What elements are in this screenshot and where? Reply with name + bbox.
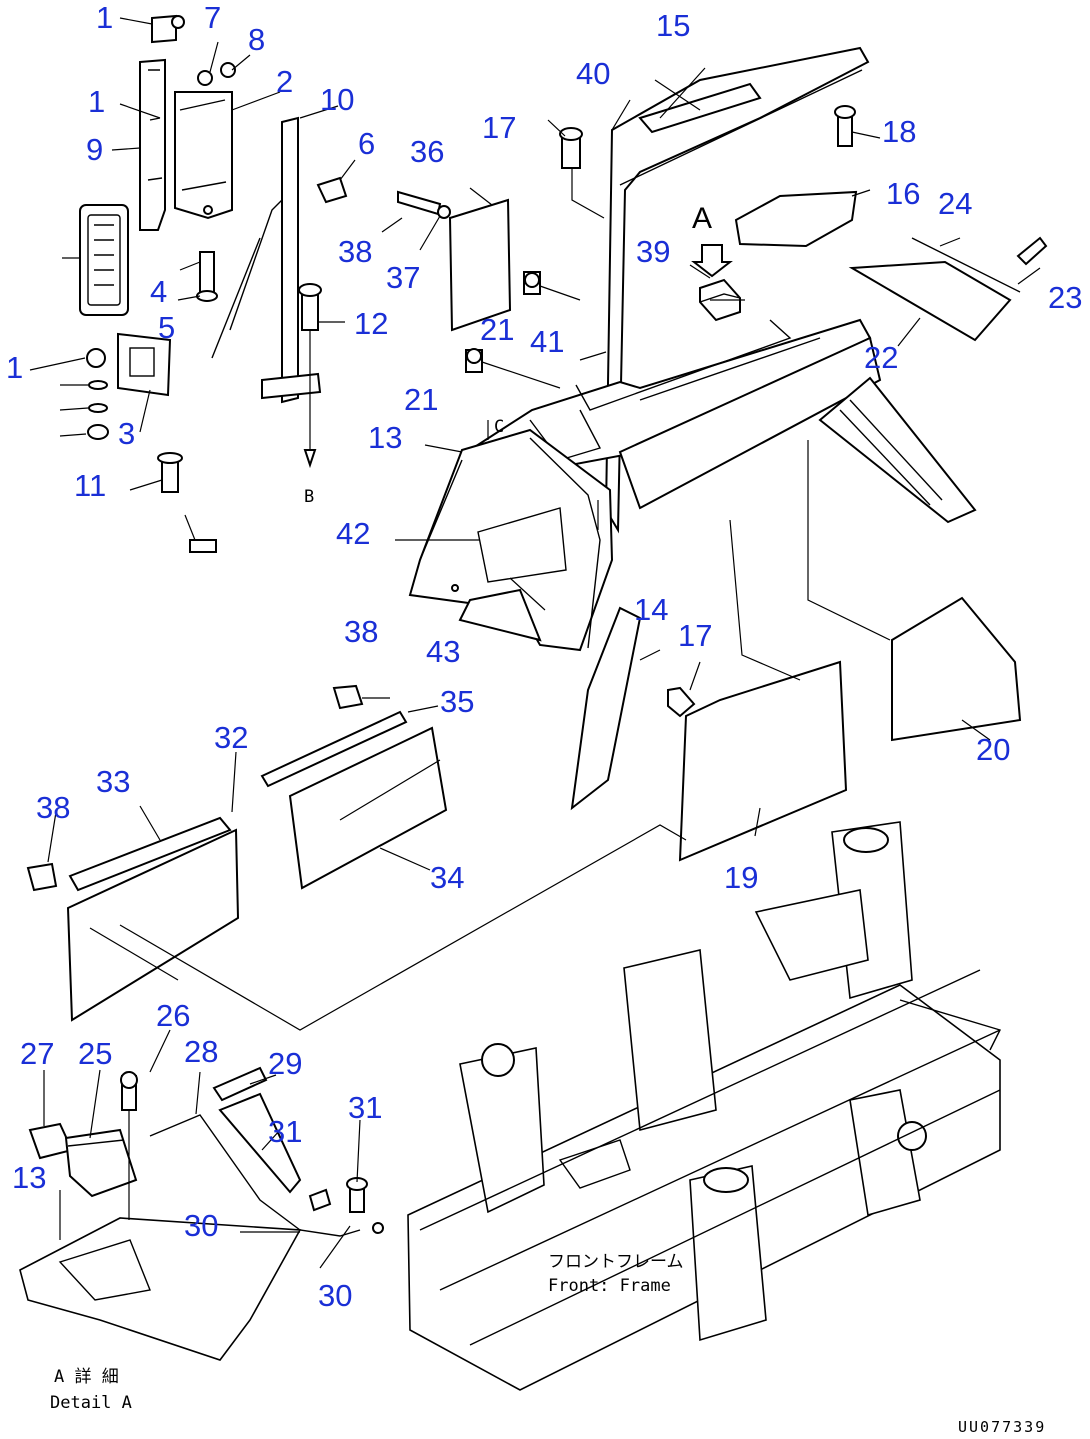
callout-31: 31 xyxy=(268,1114,302,1149)
front-frame-label-en: Front: Frame xyxy=(548,1276,671,1296)
callout-40: 40 xyxy=(576,56,610,91)
callout-21: 21 xyxy=(480,312,514,347)
callout-19: 19 xyxy=(724,860,758,895)
callout-4: 4 xyxy=(150,274,167,309)
callout-37: 37 xyxy=(386,260,420,295)
callout-29: 29 xyxy=(268,1046,302,1081)
callout-30: 30 xyxy=(184,1208,218,1243)
callout-35: 35 xyxy=(440,684,474,719)
callout-41: 41 xyxy=(530,324,564,359)
callout-24: 24 xyxy=(938,186,972,221)
callout-1: 1 xyxy=(6,350,23,385)
callout-numbers: 1 7 8 2 10 1 9 6 36 15 40 17 18 16 24 38… xyxy=(6,0,1082,1313)
callout-28: 28 xyxy=(184,1034,218,1069)
callout-13: 13 xyxy=(12,1160,46,1195)
callout-38: 38 xyxy=(338,234,372,269)
callout-13: 13 xyxy=(368,420,402,455)
callout-38: 38 xyxy=(36,790,70,825)
break-mark: B xyxy=(304,487,314,507)
callout-23: 23 xyxy=(1048,280,1082,315)
callout-9: 9 xyxy=(86,132,103,167)
callout-11: 11 xyxy=(74,468,106,503)
callout-32: 32 xyxy=(214,720,248,755)
callout-15: 15 xyxy=(656,8,690,43)
callout-20: 20 xyxy=(976,732,1010,767)
side-panels-group xyxy=(570,519,1022,862)
callout-31: 31 xyxy=(348,1090,382,1125)
front-frame-label-jp: フロントフレーム xyxy=(548,1252,684,1272)
drawing-number: UU077339 xyxy=(958,1418,1046,1436)
callout-8: 8 xyxy=(248,22,265,57)
callout-26: 26 xyxy=(156,998,190,1033)
detail-a: A 詳 細 Detail A xyxy=(19,1029,384,1413)
detail-a-label-en: Detail A xyxy=(50,1393,132,1413)
callout-33: 33 xyxy=(96,764,130,799)
callout-38: 38 xyxy=(344,614,378,649)
panel-36-group xyxy=(381,187,512,332)
callout-42: 42 xyxy=(336,516,370,551)
callout-2: 2 xyxy=(276,64,293,99)
callout-12: 12 xyxy=(354,306,388,341)
callout-7: 7 xyxy=(204,0,221,35)
callout-5: 5 xyxy=(158,310,175,345)
lower-panels-group xyxy=(26,684,687,1031)
controller-bracket-group xyxy=(29,14,281,553)
view-arrow-label: A xyxy=(692,202,712,235)
callout-6: 6 xyxy=(358,126,375,161)
hood-assembly xyxy=(395,46,1048,652)
callout-22: 22 xyxy=(864,340,898,375)
callout-1: 1 xyxy=(88,84,105,119)
callout-21: 21 xyxy=(404,382,438,417)
callout-27: 27 xyxy=(20,1036,54,1071)
callout-30: 30 xyxy=(318,1278,352,1313)
detail-a-label-jp: A 詳 細 xyxy=(54,1367,119,1387)
support-rod-group xyxy=(211,105,356,469)
callout-10: 10 xyxy=(320,82,354,117)
callout-18: 18 xyxy=(882,114,916,149)
callout-16: 16 xyxy=(886,176,920,211)
callout-17: 17 xyxy=(678,618,712,653)
callout-1: 1 xyxy=(96,0,113,35)
callout-3: 3 xyxy=(118,416,135,451)
callout-34: 34 xyxy=(430,860,464,895)
section-mark: C xyxy=(494,417,504,437)
callout-36: 36 xyxy=(410,134,444,169)
callout-43: 43 xyxy=(426,634,460,669)
front-frame: フロントフレーム Front: Frame xyxy=(407,821,1001,1391)
callout-14: 14 xyxy=(634,592,668,627)
callout-39: 39 xyxy=(636,234,670,269)
callout-25: 25 xyxy=(78,1036,112,1071)
callout-17: 17 xyxy=(482,110,516,145)
